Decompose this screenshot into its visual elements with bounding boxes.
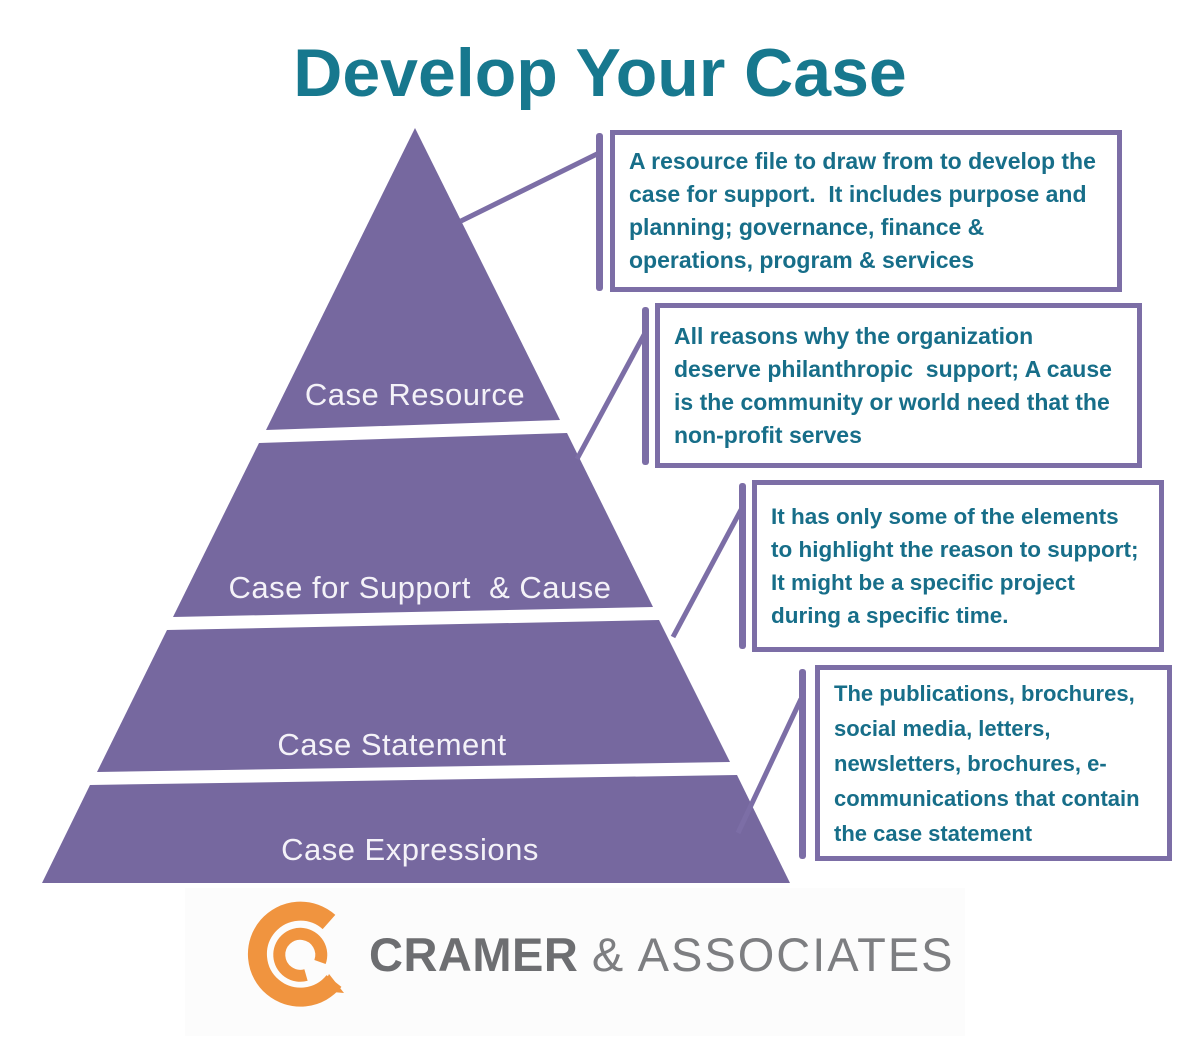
logo-wordmark: CRAMER & ASSOCIATES [369,927,955,982]
note-box-case-for-support-cause: All reasons why the organization deserve… [655,303,1142,468]
page-title: Develop Your Case [293,35,907,111]
note-bar-4 [799,669,806,859]
note-text-case-expressions: The publications, brochures, social medi… [834,680,1146,846]
pyramid-tier-2 [173,433,653,617]
tier-label-case-expressions: Case Expressions [281,832,539,867]
note-text-case-statement: It has only some of the elements to high… [771,504,1145,628]
note-box-case-statement: It has only some of the elements to high… [752,480,1164,652]
pyramid-tier-4 [42,775,790,883]
connector-line-1 [459,150,601,224]
connector-line-2 [574,331,648,461]
note-box-case-expressions: The publications, brochures, social medi… [815,665,1172,861]
tier-label-case-statement: Case Statement [277,727,507,762]
tier-label-case-for-support-cause: Case for Support & Cause [228,570,612,605]
note-bar-2 [642,307,649,465]
logo-wordmark-associates: & ASSOCIATES [591,927,955,981]
note-bar-1 [596,133,603,291]
pyramid-tier-1 [266,128,560,430]
logo-wordmark-cramer: CRAMER [369,927,592,981]
tier-label-case-resource: Case Resource [304,377,526,412]
cramer-associates-logo: CRAMER & ASSOCIATES [245,898,955,1010]
note-text-case-for-support-cause: All reasons why the organization deserve… [674,322,1119,448]
pyramid-tier-3 [97,620,730,772]
connector-line-4 [735,697,804,835]
note-box-case-resource: A resource file to draw from to develop … [610,130,1122,292]
cramer-c-icon [247,901,344,1007]
note-bar-3 [739,483,746,649]
note-text-case-resource: A resource file to draw from to develop … [629,148,1103,273]
connector-line-3 [670,506,745,639]
